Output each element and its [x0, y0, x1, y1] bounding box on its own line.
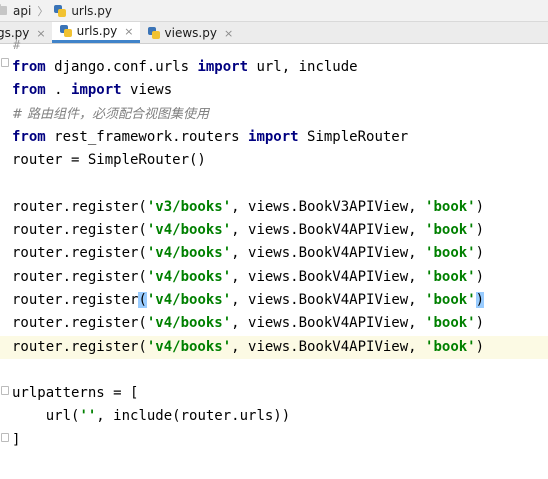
breadcrumb-item-api[interactable]: api: [13, 3, 32, 18]
code-line: urlpatterns = [: [12, 385, 139, 402]
code-line: from . import views: [12, 82, 173, 99]
code-editor[interactable]: # from django.conf.urls import url, incl…: [0, 38, 548, 479]
close-icon[interactable]: ×: [36, 26, 46, 40]
breadcrumb: api 〉 urls.py: [0, 0, 548, 22]
code-line: router.register('v3/books', views.BookV3…: [12, 198, 485, 215]
code-line: router.register('v4/books', views.BookV4…: [12, 268, 485, 285]
code-line: url('', include(router.urls)): [12, 408, 291, 425]
breadcrumb-item-urls[interactable]: urls.py: [71, 3, 112, 18]
code-line: from rest_framework.routers import Simpl…: [12, 128, 409, 145]
tab-label: gs.py: [0, 26, 30, 40]
tab-views-py[interactable]: views.py ×: [140, 23, 240, 43]
code-line: [12, 172, 548, 195]
code-line: ]: [12, 431, 21, 448]
fold-marker-icon[interactable]: [1, 433, 9, 442]
fold-marker-icon[interactable]: [1, 58, 9, 67]
tab-settings-py[interactable]: gs.py ×: [0, 23, 52, 43]
python-file-icon: [54, 4, 67, 17]
code-fragment: #: [13, 38, 21, 52]
chevron-right-icon: 〉: [37, 4, 49, 18]
code-line: router = SimpleRouter(): [12, 152, 206, 169]
code-line: router.register('v4/books', views.BookV4…: [12, 245, 485, 262]
matched-bracket: ): [475, 291, 485, 308]
code-line: router.register('v4/books', views.BookV4…: [12, 291, 485, 308]
fold-marker-icon[interactable]: [1, 386, 9, 395]
folder-icon: [0, 4, 7, 15]
code-line: # 路由组件，必须配合视图集使用: [12, 106, 210, 122]
tab-label: views.py: [164, 26, 217, 40]
editor-tabs: gs.py × urls.py × views.py ×: [0, 22, 548, 44]
close-icon[interactable]: ×: [124, 24, 134, 38]
tab-label: urls.py: [76, 24, 118, 38]
code-line: from django.conf.urls import url, includ…: [12, 59, 358, 75]
code-line: router.register('v4/books', views.BookV4…: [12, 315, 485, 332]
code-line: router.register('v4/books', views.BookV4…: [12, 222, 485, 239]
gutter: [0, 44, 10, 479]
python-file-icon: [59, 25, 72, 37]
tab-urls-py[interactable]: urls.py ×: [51, 22, 140, 43]
code-line: [12, 359, 548, 382]
code-lines: from django.conf.urls import url, includ…: [0, 56, 548, 452]
close-icon[interactable]: ×: [223, 26, 234, 40]
python-file-icon: [147, 27, 160, 39]
current-line: router.register('v4/books', views.BookV4…: [0, 335, 548, 359]
matched-bracket: (: [138, 291, 147, 308]
